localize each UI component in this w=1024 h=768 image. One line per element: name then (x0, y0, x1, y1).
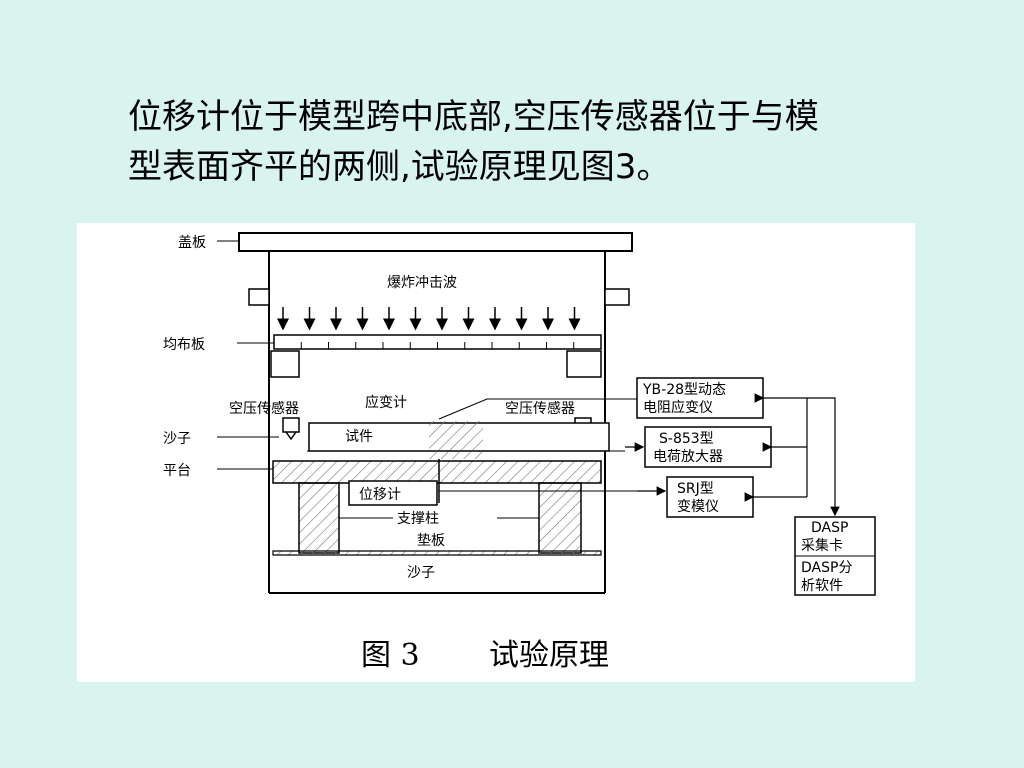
instrument-converter (666, 476, 754, 518)
label-sand-bottom: 沙子 (407, 565, 435, 581)
test-principle-diagram: 盖板 爆炸冲击波 均布板 空压传感器 应变计 空压传感器 试件 沙子 平台 位移… (163, 232, 876, 673)
label-support-column: 支撑柱 (397, 511, 439, 527)
label-converter-l2: 变模仪 (677, 499, 719, 515)
label-daq-l3: DASP分 (801, 560, 852, 576)
support-column-left (298, 482, 340, 554)
strain-gauge-lead (438, 398, 637, 420)
label-displacement-meter: 位移计 (359, 487, 401, 503)
label-strain-gauge: 应变计 (365, 394, 407, 411)
label-strain-amplifier-l1: YB-28型动态 (642, 382, 726, 398)
instrument-charge-amplifier (644, 426, 772, 468)
label-blast-wave: 爆炸冲击波 (387, 275, 457, 291)
label-top-plate: 盖板 (178, 235, 206, 251)
label-daq-l1: DASP (811, 520, 848, 536)
label-air-sensor-right: 空压传感器 (505, 400, 575, 417)
label-strain-amplifier-l2: 电阻应变仪 (643, 399, 713, 416)
label-daq-l2: 采集卡 (801, 537, 843, 554)
label-specimen: 试件 (345, 429, 373, 445)
blast-arrows (277, 307, 581, 331)
air-sensor-left-body (282, 417, 300, 433)
displacement-meter-box (348, 480, 438, 506)
slide-text-line2: 型表面齐平的两侧,试验原理见图3。 (128, 147, 671, 187)
slide-text: 位移计位于模型跨中底部,空压传感器位于与模型表面齐平的两侧,试验原理见图3。 (128, 92, 948, 192)
strain-gauge-hatch (429, 421, 483, 459)
lug-right (604, 288, 630, 306)
label-charge-amplifier-l2: 电荷放大器 (653, 449, 723, 465)
instrument-strain-amplifier (636, 377, 764, 419)
slide-text-line1: 位移计位于模型跨中底部,空压传感器位于与模 (128, 97, 819, 137)
label-air-sensor-left: 空压传感器 (229, 400, 299, 417)
label-converter-l1: SRJ型 (677, 481, 714, 497)
top-plate (238, 232, 633, 252)
caption-number: 图 3 (361, 638, 420, 673)
platform (272, 460, 602, 484)
air-sensor-left-tip (285, 431, 297, 441)
label-pad-plate: 垫板 (417, 533, 445, 549)
caption-title: 试验原理 (489, 638, 609, 673)
lug-left (248, 288, 270, 306)
label-uniform-plate: 均布板 (163, 337, 205, 353)
label-daq-l4: 析软件 (801, 578, 843, 594)
pad-plate (272, 550, 602, 556)
wire-bus-to-daq (807, 397, 840, 517)
support-column-right (538, 482, 582, 554)
corner-block-left (270, 350, 300, 378)
label-charge-amplifier-l1: S-853型 (659, 431, 714, 447)
corner-block-right (566, 350, 602, 378)
test-principle-figure: 盖板 爆炸冲击波 均布板 空压传感器 应变计 空压传感器 试件 沙子 平台 位移… (77, 223, 915, 682)
label-sand-top: 沙子 (163, 431, 191, 447)
label-platform: 平台 (163, 463, 191, 479)
